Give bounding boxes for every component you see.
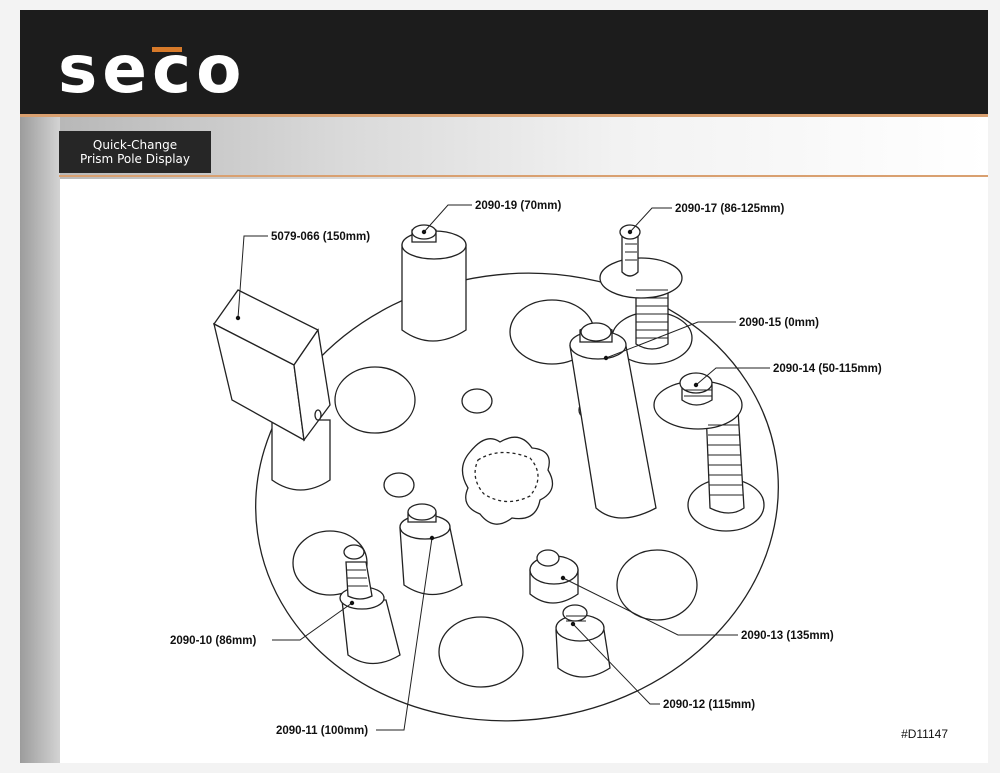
thread-lines bbox=[625, 243, 637, 261]
part-2090-10 bbox=[339, 544, 401, 665]
title-rule bbox=[59, 175, 988, 177]
gray-sidebar bbox=[20, 117, 60, 763]
callout-2090-10: 2090-10 (86mm) bbox=[170, 635, 256, 647]
plate-hole bbox=[616, 549, 698, 621]
leader-line bbox=[695, 367, 770, 386]
title-band bbox=[60, 117, 988, 179]
header-rule bbox=[20, 114, 988, 117]
leader-dot bbox=[603, 355, 609, 361]
document-id: #D11147 bbox=[901, 727, 948, 741]
thread-lines bbox=[566, 615, 586, 622]
callout-2090-14: 2090-14 (50-115mm) bbox=[773, 363, 882, 375]
title-line-2: Prism Pole Display bbox=[80, 152, 190, 166]
leader-dot bbox=[349, 600, 355, 606]
part-2090-13 bbox=[529, 549, 579, 604]
leader-dot bbox=[429, 535, 435, 541]
callout-2090-19: 2090-19 (70mm) bbox=[475, 200, 561, 212]
page-title: Quick-Change Prism Pole Display bbox=[59, 131, 211, 173]
leader-line bbox=[272, 602, 353, 641]
part-2090-15 bbox=[569, 322, 657, 519]
plate-hole bbox=[334, 366, 416, 434]
catalog-page: seco Quick-Change Prism Pole Display #D1… bbox=[20, 10, 988, 763]
callout-2090-11: 2090-11 (100mm) bbox=[276, 725, 368, 737]
plate-hole-small bbox=[461, 388, 493, 414]
callout-2090-15: 2090-15 (0mm) bbox=[739, 317, 819, 329]
leader-line bbox=[572, 623, 660, 705]
leader-dot bbox=[560, 575, 566, 581]
leader-line bbox=[376, 537, 433, 731]
leader-line bbox=[423, 204, 472, 233]
callout-5079-066: 5079-066 (150mm) bbox=[271, 231, 370, 243]
callout-2090-13: 2090-13 (135mm) bbox=[741, 630, 834, 642]
thread-lines bbox=[636, 289, 668, 339]
leader-dot bbox=[693, 382, 699, 388]
plate-hole bbox=[438, 616, 524, 688]
part-5079-066 bbox=[213, 289, 331, 491]
leader-line bbox=[629, 207, 672, 233]
brand-header: seco bbox=[20, 10, 988, 116]
thread-lines bbox=[684, 389, 712, 397]
leader-line bbox=[562, 577, 738, 636]
part-2090-19 bbox=[401, 224, 467, 342]
logo-accent-bar bbox=[152, 47, 182, 52]
callout-2090-17: 2090-17 (86-125mm) bbox=[675, 203, 784, 215]
leader-line bbox=[237, 235, 268, 319]
seco-logo: seco bbox=[58, 31, 247, 108]
leader-dot bbox=[235, 315, 241, 321]
thread-lines bbox=[347, 569, 368, 587]
title-line-1: Quick-Change bbox=[92, 138, 178, 152]
part-2090-11 bbox=[399, 503, 463, 596]
center-knob-inner bbox=[474, 451, 539, 503]
leader-line bbox=[605, 321, 736, 359]
callout-2090-12: 2090-12 (115mm) bbox=[663, 699, 755, 711]
leader-dot bbox=[570, 621, 576, 627]
leader-dot bbox=[421, 229, 427, 235]
plate-hole-small bbox=[383, 472, 415, 498]
thread-lines bbox=[708, 424, 743, 496]
leader-dot bbox=[627, 229, 633, 235]
